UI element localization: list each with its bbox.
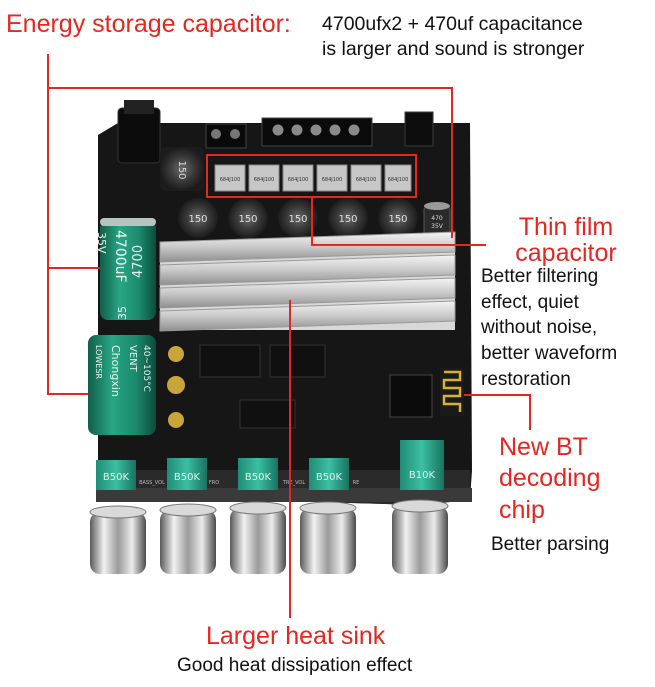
svg-text:684J100: 684J100 [220,177,241,183]
svg-text:684J100: 684J100 [356,177,377,183]
bt-line [464,394,531,430]
svg-text:684J100: 684J100 [322,177,343,183]
bt-title-line-1: New BT [499,433,588,461]
thin-film-desc-line-4: better waveform [481,342,618,364]
svg-text:B50K: B50K [103,472,130,483]
svg-text:684J100: 684J100 [388,177,409,183]
bt-chip [389,374,433,418]
svg-text:35V: 35V [95,232,108,254]
annotation-lines [47,54,531,618]
svg-text:35V: 35V [431,223,444,230]
thin-film-desc-line-2: effect, quiet [481,291,579,313]
svg-text:BASS_VOL: BASS_VOL [139,480,165,486]
thin-film-title-line-1: Thin film [518,213,614,241]
energy-storage-title: Energy storage capacitor: [6,10,291,38]
svg-text:Chongxin: Chongxin [109,345,122,397]
film-capacitors: 684J100 684J100 684J100 684J100 684J100 … [214,164,412,192]
energy-desc-line-2: is larger and sound is stronger [322,38,585,61]
thin-film-line [311,197,486,246]
svg-text:150: 150 [188,214,207,225]
svg-text:B50K: B50K [245,472,272,483]
svg-text:150: 150 [176,160,187,179]
capacitor-4700uf-2: Chongxin VENT 40~105°C LOWESR [88,335,156,435]
bt-chip-title: New BT decoding chip [499,432,600,526]
svg-text:B50K: B50K [316,472,343,483]
thin-film-desc: Better filtering effect, quiet without n… [481,264,617,392]
thin-film-desc-line-5: restoration [481,368,571,390]
thin-film-desc-line-3: without noise, [481,317,598,339]
svg-text:150: 150 [338,214,357,225]
thin-film-desc-line-1: Better filtering [481,266,599,287]
svg-text:4700uF: 4700uF [112,230,128,283]
svg-text:35: 35 [116,306,129,320]
audio-jack [404,111,434,147]
capacitor-4700uf-1: 4700uF 35V 4700 35 [95,218,156,320]
svg-text:TRE_VOL: TRE_VOL [282,480,305,486]
thin-film-title-line-2: capacitor [515,239,617,268]
energy-storage-desc: 4700ufx2 + 470uf capacitance is larger a… [322,12,584,63]
svg-text:150: 150 [238,214,257,225]
svg-text:40~105°C: 40~105°C [141,345,151,392]
small-capacitor: 470 35V [423,202,451,241]
svg-text:684J100: 684J100 [288,177,309,183]
heat-sink [159,231,456,332]
svg-text:LOWESR: LOWESR [94,345,103,380]
bt-title-line-2: decoding [499,464,601,493]
svg-text:150: 150 [388,214,407,225]
svg-text:684J100: 684J100 [254,177,275,183]
dc-jack [117,100,161,164]
energy-desc-line-1: 4700ufx2 + 470uf capacitance [322,13,583,35]
bt-title-line-3: chip [499,495,545,524]
svg-text:150: 150 [288,214,307,225]
heat-sink-desc: Good heat dissipation effect [177,655,413,676]
bt-antenna [440,368,464,416]
svg-text:RE: RE [353,480,360,486]
svg-text:470: 470 [431,215,443,222]
svg-text:FRO: FRO [209,480,219,486]
svg-text:B10K: B10K [409,470,436,481]
heat-sink-title: Larger heat sink [206,622,386,650]
knobs [89,499,449,574]
ic-chips [199,344,433,429]
inductor-row: 150 150 150 150 150 [178,198,418,238]
potentiometers: B50K B50K B50K B50K B10K BASS_VOL FRO TR… [96,440,444,490]
thin-film-title: Thin film capacitor [486,214,646,267]
svg-text:4700: 4700 [131,245,146,278]
inductor-top [160,147,204,191]
bt-chip-desc: Better parsing [491,534,610,555]
svg-text:B50K: B50K [174,472,201,483]
energy-line-left [47,54,88,395]
svg-text:VENT: VENT [127,345,138,373]
terminal-blocks [205,117,373,149]
